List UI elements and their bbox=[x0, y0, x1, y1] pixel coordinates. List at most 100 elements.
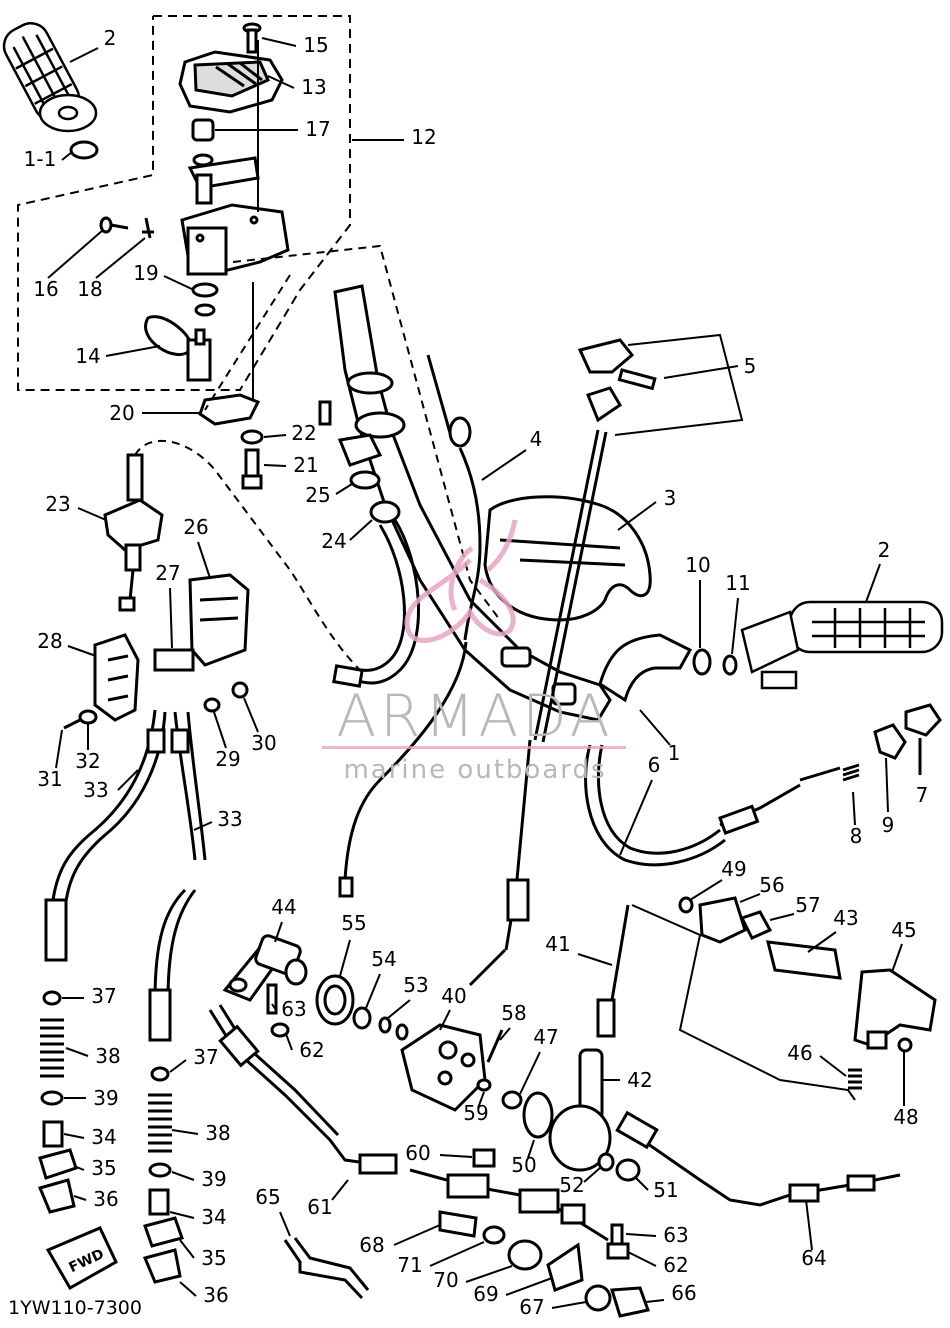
leader-1-1 bbox=[61, 151, 73, 161]
callout-2: 2 bbox=[104, 26, 117, 50]
leader-60 bbox=[439, 1154, 473, 1158]
leader-43 bbox=[807, 931, 837, 953]
watermark-tagline: marine outboards bbox=[343, 755, 606, 785]
bracket-65 bbox=[283, 1237, 370, 1300]
callout-34: 34 bbox=[91, 1125, 116, 1149]
watermark-rule bbox=[322, 746, 626, 749]
leader-8 bbox=[852, 791, 856, 826]
leader-35 bbox=[179, 1239, 195, 1259]
leader-46 bbox=[819, 1055, 847, 1077]
callout-31: 31 bbox=[37, 767, 62, 791]
armada-logo bbox=[404, 519, 518, 643]
leader-22 bbox=[263, 434, 287, 438]
leader-59 bbox=[477, 1091, 485, 1109]
leader-33 bbox=[117, 769, 139, 791]
callout-16: 16 bbox=[33, 277, 58, 301]
leader-45 bbox=[891, 943, 903, 973]
callout-1-1: 1-1 bbox=[24, 147, 57, 171]
leader-69 bbox=[505, 1277, 553, 1296]
plate-43 bbox=[766, 940, 842, 980]
callout-66: 66 bbox=[671, 1281, 696, 1305]
shaft-44 bbox=[222, 934, 308, 1002]
callout-14: 14 bbox=[75, 344, 100, 368]
switch-27 bbox=[153, 648, 195, 672]
callout-3: 3 bbox=[664, 486, 677, 510]
leader-71 bbox=[429, 1241, 485, 1267]
callout-69: 69 bbox=[473, 1282, 498, 1306]
ring-10 bbox=[692, 648, 712, 676]
callout-43: 43 bbox=[833, 906, 858, 930]
leader-36 bbox=[73, 1195, 87, 1201]
callout-8: 8 bbox=[850, 824, 863, 848]
callout-30: 30 bbox=[251, 731, 276, 755]
callout-61: 61 bbox=[307, 1195, 332, 1219]
switch-26 bbox=[188, 573, 250, 667]
spring-8 bbox=[842, 763, 860, 782]
throttle-housing bbox=[180, 203, 290, 276]
leader-25 bbox=[335, 483, 353, 495]
callout-38: 38 bbox=[95, 1044, 120, 1068]
grip-left bbox=[2, 22, 98, 133]
cable-lower bbox=[409, 1168, 609, 1242]
collar-17 bbox=[191, 118, 215, 167]
leader-24 bbox=[349, 519, 373, 541]
callout-7: 7 bbox=[916, 783, 929, 807]
callout-37: 37 bbox=[91, 984, 116, 1008]
callout-64: 64 bbox=[801, 1246, 826, 1270]
callout-33: 33 bbox=[83, 778, 108, 802]
callout-13: 13 bbox=[301, 75, 326, 99]
leader-14 bbox=[105, 345, 161, 357]
switch-23 bbox=[103, 453, 164, 612]
dashed-linkage bbox=[134, 244, 501, 671]
nut-9 bbox=[873, 723, 907, 760]
callout-62: 62 bbox=[299, 1038, 324, 1062]
knobs-35-36 bbox=[37, 1148, 184, 1284]
leader-49 bbox=[689, 879, 723, 901]
callout-44: 44 bbox=[271, 895, 296, 919]
leader-63 bbox=[271, 1003, 277, 1011]
leader-29 bbox=[213, 711, 227, 749]
callout-39: 39 bbox=[93, 1086, 118, 1110]
cable-ends-33 bbox=[44, 728, 190, 1042]
callout-1: 1 bbox=[668, 741, 681, 765]
callout-48: 48 bbox=[893, 1105, 918, 1129]
bracket-5 bbox=[577, 338, 657, 423]
drawing-code: 1YW110-7300 bbox=[8, 1297, 142, 1319]
cable-6 bbox=[584, 744, 841, 867]
leader-9 bbox=[885, 757, 889, 813]
callout-23: 23 bbox=[45, 492, 70, 516]
leader-54 bbox=[365, 973, 381, 1009]
callout-62: 62 bbox=[663, 1253, 688, 1277]
callout-46: 46 bbox=[787, 1041, 812, 1065]
leader-34 bbox=[169, 1211, 195, 1219]
leader-62 bbox=[285, 1033, 293, 1051]
leader-67 bbox=[551, 1301, 587, 1309]
frame-45 bbox=[631, 904, 856, 1101]
leader-lines bbox=[47, 37, 905, 1309]
nut-19 bbox=[191, 282, 219, 317]
callout-32: 32 bbox=[75, 749, 100, 773]
callout-12: 12 bbox=[411, 125, 436, 149]
leader-2 bbox=[865, 563, 881, 603]
assembly-box-12 bbox=[17, 15, 351, 391]
leader-57 bbox=[769, 913, 795, 921]
callout-4: 4 bbox=[530, 427, 543, 451]
leader-62 bbox=[627, 1251, 657, 1267]
springs-38 bbox=[40, 1018, 172, 1153]
leader-51 bbox=[635, 1177, 649, 1191]
throttle-cover-13 bbox=[178, 50, 284, 114]
leader-38 bbox=[65, 1047, 89, 1057]
fwd-plate bbox=[45, 1226, 118, 1291]
ring-55 bbox=[315, 974, 355, 1026]
cable-64 bbox=[615, 1110, 901, 1207]
washers-53-54 bbox=[352, 1006, 409, 1041]
leader-53 bbox=[387, 999, 411, 1019]
callout-52: 52 bbox=[559, 1173, 584, 1197]
callout-56: 56 bbox=[759, 873, 784, 897]
callout-28: 28 bbox=[37, 629, 62, 653]
lever-14 bbox=[144, 315, 212, 382]
callout-55: 55 bbox=[341, 911, 366, 935]
callout-57: 57 bbox=[795, 893, 820, 917]
